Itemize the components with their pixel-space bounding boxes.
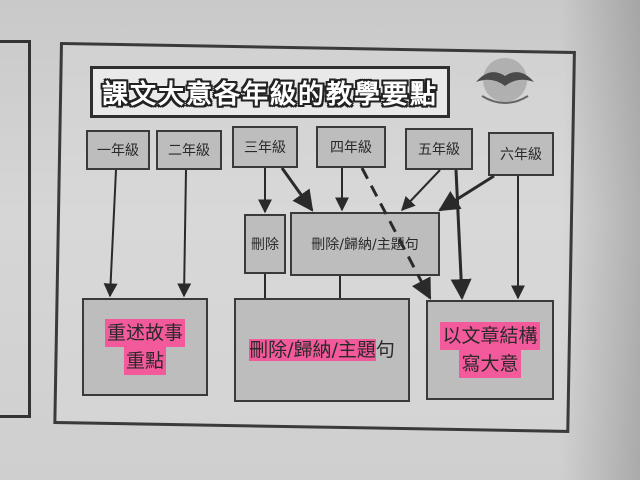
grade-5-label: 五年級 <box>418 142 460 158</box>
outcome-left-line1: 重述故事 <box>104 319 185 347</box>
arrow-grade5-right <box>450 169 472 301</box>
grade-6-label: 六年級 <box>500 147 542 163</box>
arrow-grade1-outcome <box>103 169 118 298</box>
arrow-grade5-wide <box>401 169 441 212</box>
grade-4-label: 四年級 <box>330 140 372 156</box>
outcome-right-line2: 寫大意 <box>459 350 521 378</box>
middle-wide-label: 刪除/歸納/主題句 <box>311 237 419 253</box>
diagram-title: 課文大意各年級的教學要點 <box>101 79 438 110</box>
arrow-grade2-outcome <box>177 169 192 298</box>
outcome-left-line2: 重點 <box>123 347 166 375</box>
grade-5-box: 五年級 <box>405 128 473 170</box>
middle-small-label: 刪除 <box>251 237 279 253</box>
page-shadow <box>560 0 640 480</box>
outcome-center-box: 刪除/歸納/主題句 <box>234 298 410 402</box>
outcome-left-box: 重述故事 重點 <box>82 298 208 396</box>
grade-3-box: 三年級 <box>232 126 298 168</box>
title-box: 課文大意各年級的教學要點 <box>90 66 450 118</box>
arrow-grade4-right-dashed <box>360 167 432 300</box>
grade-1-box: 一年級 <box>86 130 150 170</box>
grade-2-box: 二年級 <box>156 130 222 170</box>
adjacent-panel-frame <box>0 40 31 418</box>
grade-3-label: 三年級 <box>244 140 286 156</box>
outcome-right-line1: 以文章結構 <box>440 322 540 350</box>
outcome-center-text: 刪除/歸納/主題句 <box>249 336 395 364</box>
grade-1-label: 一年級 <box>97 143 139 159</box>
arrow-grade3-wide <box>280 167 314 212</box>
arrow-grade6-wide <box>438 174 495 212</box>
outcome-right-box: 以文章結構 寫大意 <box>426 300 554 400</box>
middle-small-box: 刪除 <box>244 214 286 274</box>
grade-4-box: 四年級 <box>316 126 386 168</box>
grade-6-box: 六年級 <box>488 132 554 176</box>
middle-wide-box: 刪除/歸納/主題句 <box>290 212 440 276</box>
outcome-center-rest: 句 <box>375 339 395 361</box>
globe-wing-emblem-icon <box>476 58 534 104</box>
outcome-center-highlighted: 刪除/歸納/主題 <box>249 339 376 361</box>
grade-2-label: 二年級 <box>168 143 210 159</box>
